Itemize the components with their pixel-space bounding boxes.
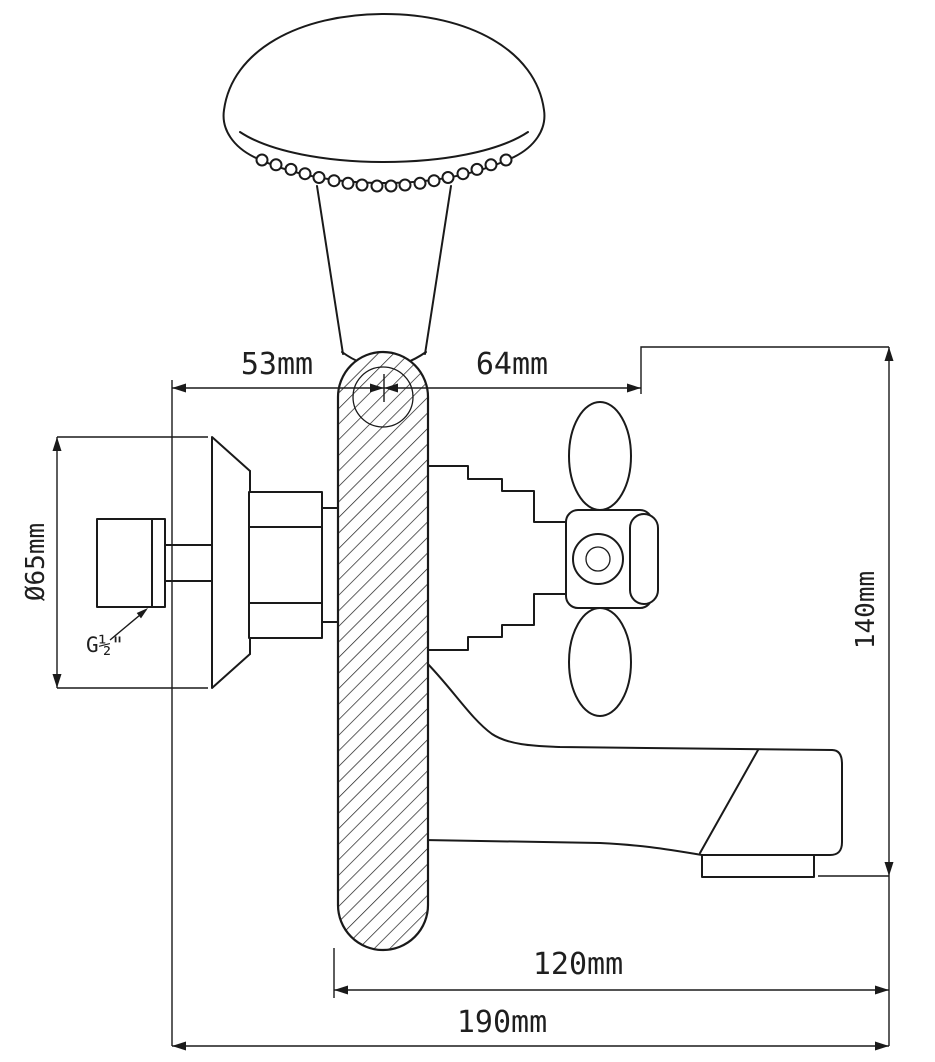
dimension-extension-lines	[57, 346, 890, 1046]
dim-label-65mm-diameter: Ø65mm	[21, 523, 51, 601]
handle-arm-top	[568, 401, 632, 511]
tub-spout	[423, 659, 843, 878]
supply-pipe-stub	[96, 518, 213, 608]
shower-head	[222, 13, 546, 193]
dimension-120mm: 120mm	[334, 947, 889, 995]
valve-body	[427, 465, 567, 651]
thread-callout: G½"	[86, 608, 148, 657]
handle-cap	[629, 513, 659, 605]
thread-size-label: G½"	[86, 633, 124, 657]
shower-head-nozzles	[255, 153, 513, 193]
dimension-53mm: 53mm	[172, 347, 384, 393]
cross-handle	[565, 401, 659, 717]
dimension-65mm-diameter: Ø65mm	[21, 437, 62, 688]
dim-label-64mm: 64mm	[476, 347, 548, 382]
dimension-190mm: 190mm	[172, 1005, 889, 1051]
spout-taper-line	[699, 749, 759, 854]
wall-flange	[211, 436, 251, 689]
dim-label-140mm: 140mm	[851, 571, 881, 649]
shower-head-cap	[222, 13, 546, 184]
hex-nut	[248, 491, 323, 639]
handle-hub	[572, 533, 624, 585]
section-joint-circle	[352, 366, 414, 428]
dim-label-190mm: 190mm	[457, 1005, 547, 1040]
dim-label-120mm: 120mm	[533, 947, 623, 982]
spout-aerator	[701, 854, 815, 878]
handle-arm-bottom	[568, 607, 632, 717]
shower-riser-cone	[316, 185, 452, 368]
dimension-140mm: 140mm	[851, 347, 894, 876]
hatched-body-section	[336, 350, 430, 952]
dimension-64mm: 64mm	[384, 347, 641, 393]
dim-label-53mm: 53mm	[241, 347, 313, 382]
shower-head-rim-seam	[239, 131, 529, 163]
handle-hub-screw	[585, 546, 611, 572]
